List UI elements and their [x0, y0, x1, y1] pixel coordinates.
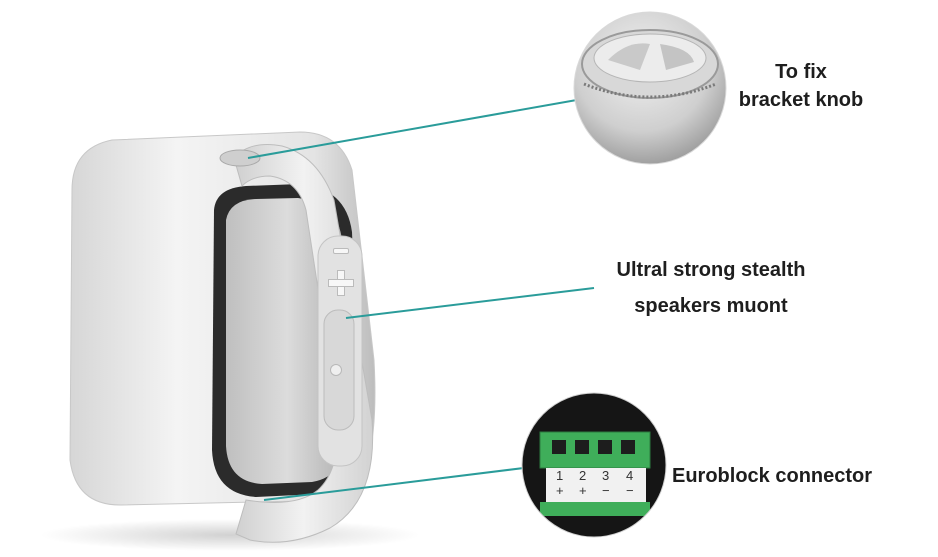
terminal-1-number: 1	[556, 468, 564, 483]
plus-icon	[326, 268, 354, 296]
knob-callout-line	[247, 97, 589, 159]
knob-callout-line2: bracket knob	[738, 89, 864, 111]
knob-callout-label: To fix bracket knob	[726, 58, 876, 114]
mount-callout-line2: speakers muont	[634, 295, 788, 317]
pin-icon	[330, 364, 342, 376]
terminal-2-polarity: +	[579, 483, 587, 498]
terminal-3-polarity: −	[602, 483, 610, 498]
mount-callout-label: Ultral strong stealth speakers muont	[596, 256, 826, 320]
terminal-3-number: 3	[602, 468, 610, 483]
terminal-4-number: 4	[626, 468, 634, 483]
mount-callout-line1: Ultral strong stealth	[616, 259, 806, 281]
mount-callout-line	[345, 287, 595, 319]
connector-zoom	[522, 393, 666, 537]
floor-shadow	[40, 519, 420, 551]
knob-callout-line1: To fix	[775, 61, 827, 83]
terminal-2-number: 2	[579, 468, 587, 483]
terminal-1-polarity: +	[556, 483, 564, 498]
minus-icon	[333, 248, 349, 254]
knob-zoom	[574, 12, 726, 164]
terminal-labels: 1 + 2 + 3 − 4 −	[546, 468, 646, 502]
terminal-screws	[552, 440, 635, 454]
connector-callout-label: Euroblock connector	[672, 465, 873, 487]
bracket-knob	[219, 149, 261, 167]
connector-callout-line	[263, 465, 541, 501]
terminal-4-polarity: −	[626, 483, 634, 498]
